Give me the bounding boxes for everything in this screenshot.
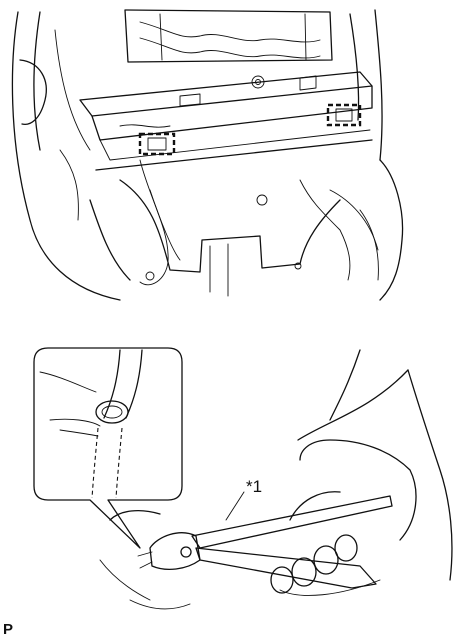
callout-leader-line [225, 491, 245, 521]
figure-code: P [3, 621, 14, 638]
clip-location-marker [138, 132, 176, 156]
hog-ring-pliers [99, 495, 393, 610]
callout-1-label: *1 [246, 477, 263, 496]
clip-location-marker [326, 103, 362, 127]
magnified-detail-inset [33, 347, 183, 549]
seat-frame-illustration [11, 9, 404, 301]
hand [270, 349, 453, 596]
